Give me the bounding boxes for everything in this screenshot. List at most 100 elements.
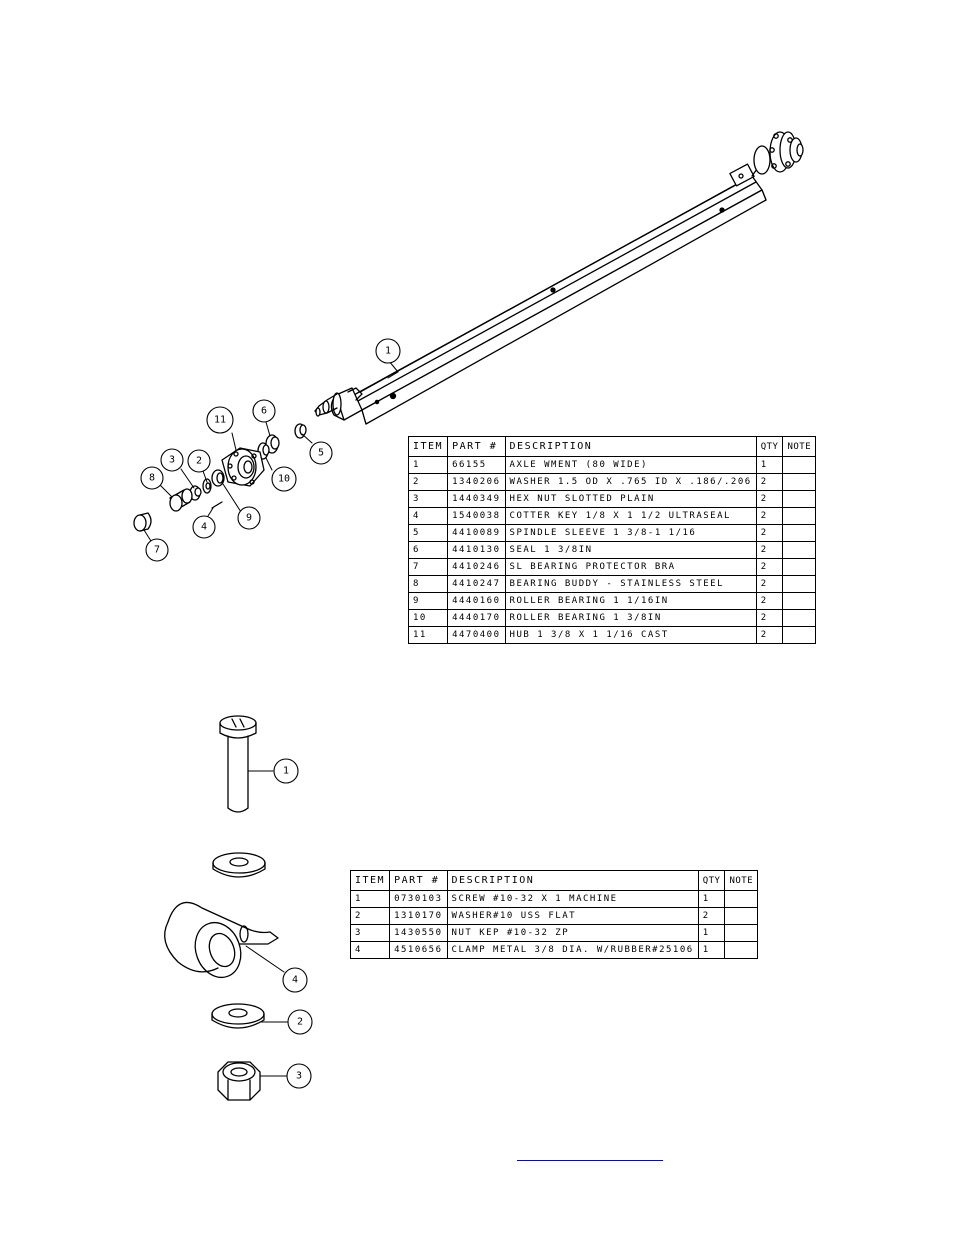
svg-text:3: 3 xyxy=(169,455,175,466)
cell-note xyxy=(724,924,759,942)
cell-description: WASHER 1.5 OD X .765 ID X .186/.206 xyxy=(504,473,757,491)
balloon-axle-1: 1 xyxy=(375,338,401,364)
clamp-washer-bottom xyxy=(211,1003,265,1029)
cell-note xyxy=(782,626,817,644)
axle-beam xyxy=(351,175,767,425)
svg-text:1: 1 xyxy=(385,346,391,357)
cell-note xyxy=(782,507,817,525)
balloon-axle-7: 7 xyxy=(145,538,169,562)
cell-note xyxy=(724,890,759,908)
header-part: PART # xyxy=(389,870,448,891)
svg-text:4: 4 xyxy=(292,975,298,986)
cell-note xyxy=(724,941,759,959)
cell-note xyxy=(782,473,817,491)
cell-note xyxy=(782,490,817,508)
cell-description: ROLLER BEARING 1 3/8IN xyxy=(504,609,757,627)
header-description: DESCRIPTION xyxy=(446,870,699,891)
cell-item: 1 xyxy=(349,890,391,908)
cell-item: 2 xyxy=(349,907,391,925)
cell-note xyxy=(724,907,759,925)
cell-note xyxy=(782,456,817,474)
clamp-kep-nut xyxy=(217,1061,261,1101)
cell-note xyxy=(782,609,817,627)
svg-text:9: 9 xyxy=(246,513,252,524)
axle-leader-lines xyxy=(143,360,399,542)
cell-part: 0730103 xyxy=(389,890,448,908)
balloon-axle-5: 5 xyxy=(309,441,333,465)
cell-part: 4470400 xyxy=(447,626,506,644)
table-header-row: ITEM PART # DESCRIPTION QTY NOTE xyxy=(349,870,759,891)
cell-item: 2 xyxy=(407,473,449,491)
header-item: ITEM xyxy=(349,870,391,891)
cell-qty: 2 xyxy=(755,524,784,542)
header-description: DESCRIPTION xyxy=(504,436,757,457)
cell-note xyxy=(782,558,817,576)
clamp-screw xyxy=(219,715,257,813)
cell-item: 3 xyxy=(349,924,391,942)
balloon-axle-11: 11 xyxy=(206,406,234,434)
svg-text:8: 8 xyxy=(149,473,155,484)
cell-qty: 2 xyxy=(755,507,784,525)
cell-note xyxy=(782,541,817,559)
cell-description: NUT KEP #10-32 ZP xyxy=(446,924,699,942)
header-note: NOTE xyxy=(782,436,817,457)
cell-item: 7 xyxy=(407,558,449,576)
svg-text:10: 10 xyxy=(278,474,290,485)
balloon-axle-10: 10 xyxy=(271,466,297,492)
cell-qty: 1 xyxy=(697,890,726,908)
cell-item: 11 xyxy=(407,626,449,644)
cell-item: 5 xyxy=(407,524,449,542)
svg-text:7: 7 xyxy=(154,545,160,556)
footer-link[interactable] xyxy=(517,1148,663,1161)
header-qty: QTY xyxy=(697,870,726,891)
cell-item: 3 xyxy=(407,490,449,508)
cell-part: 1310170 xyxy=(389,907,448,925)
svg-text:2: 2 xyxy=(196,456,202,467)
balloon-clamp-1: 1 xyxy=(273,758,299,784)
cell-item: 6 xyxy=(407,541,449,559)
cell-part: 1430550 xyxy=(389,924,448,942)
clamp-washer-top xyxy=(212,852,266,878)
balloon-axle-9: 9 xyxy=(237,506,261,530)
cell-note xyxy=(782,524,817,542)
balloon-clamp-2: 2 xyxy=(287,1009,313,1035)
cell-part: 4410246 xyxy=(447,558,506,576)
svg-text:2: 2 xyxy=(297,1017,303,1028)
cell-description: AXLE WMENT (80 WIDE) xyxy=(504,456,757,474)
header-part: PART # xyxy=(447,436,506,457)
cell-qty: 2 xyxy=(755,490,784,508)
cell-qty: 2 xyxy=(755,575,784,593)
cell-item: 9 xyxy=(407,592,449,610)
cell-part: 4440170 xyxy=(447,609,506,627)
cell-item: 10 xyxy=(407,609,449,627)
axle-exploded-parts xyxy=(133,423,307,532)
cell-item: 4 xyxy=(349,941,391,959)
cell-qty: 2 xyxy=(755,609,784,627)
cell-part: 66155 xyxy=(447,456,506,474)
cell-description: HUB 1 3/8 X 1 1/16 CAST xyxy=(504,626,757,644)
header-note: NOTE xyxy=(724,870,759,891)
cell-qty: 1 xyxy=(697,924,726,942)
cell-qty: 2 xyxy=(755,626,784,644)
cell-part: 1540038 xyxy=(447,507,506,525)
cell-item: 8 xyxy=(407,575,449,593)
header-qty: QTY xyxy=(755,436,784,457)
cell-item: 1 xyxy=(407,456,449,474)
cell-part: 4410130 xyxy=(447,541,506,559)
cell-description: SPINDLE SLEEVE 1 3/8-1 1/16 xyxy=(504,524,757,542)
svg-text:5: 5 xyxy=(318,448,324,459)
